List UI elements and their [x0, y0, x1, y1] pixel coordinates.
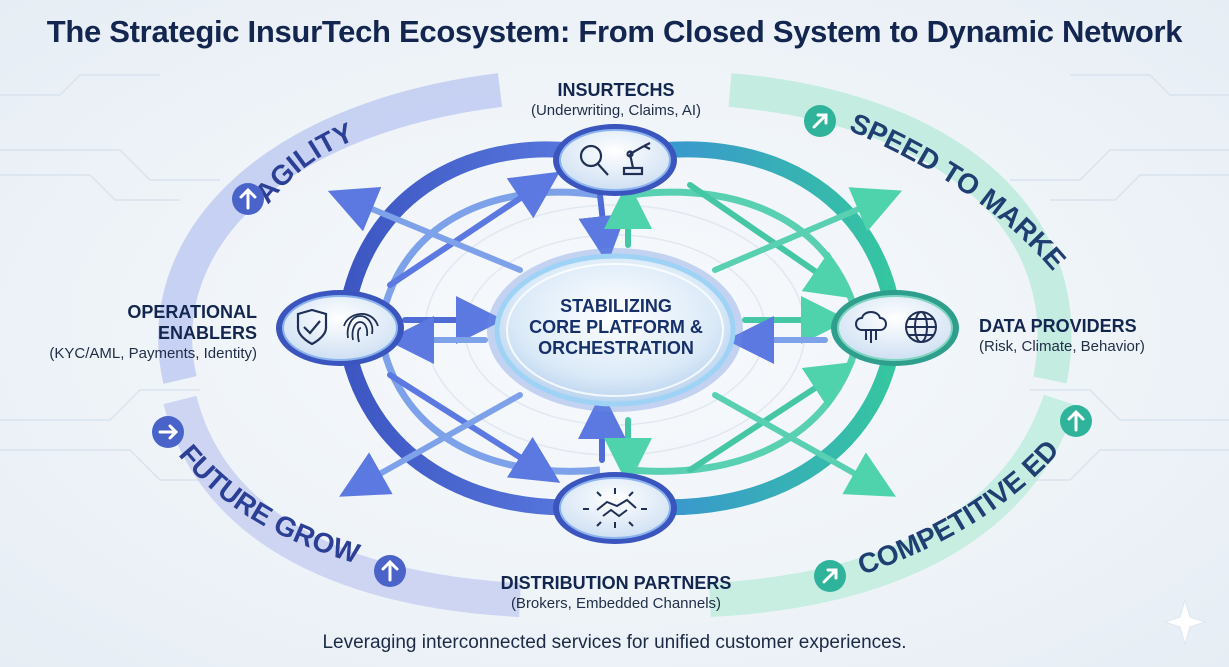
distribution-partners-node — [553, 472, 677, 544]
robot-arm-icon — [622, 142, 651, 176]
operational-detail: (KYC/AML, Payments, Identity) — [49, 345, 257, 362]
footer-caption: Leveraging interconnected services for u… — [322, 632, 907, 653]
core-line-3: ORCHESTRATION — [538, 338, 694, 358]
core-platform-label: STABILIZING CORE PLATFORM & ORCHESTRATIO… — [500, 296, 732, 359]
insurtechs-label: INSURTECHS (Underwriting, Claims, AI) — [500, 80, 732, 120]
connector-arrows — [327, 171, 903, 497]
fingerprint-icon — [343, 313, 379, 343]
page-title: The Strategic InsurTech Ecosystem: From … — [46, 14, 1183, 49]
operational-enablers-label: OPERATIONAL ENABLERS (KYC/AML, Payments,… — [20, 302, 257, 363]
core-line-2: CORE PLATFORM & — [529, 317, 703, 337]
data-providers-node — [831, 290, 959, 366]
benefit-speed-to-market: SPEED TO MARKET — [0, 0, 1072, 276]
distribution-partners-label: DISTRIBUTION PARTNERS (Brokers, Embedded… — [470, 573, 762, 613]
core-platform-node — [487, 248, 743, 412]
operational-title-2: ENABLERS — [157, 323, 257, 343]
circuit-background — [0, 74, 1229, 481]
magnifier-icon — [579, 144, 609, 176]
operational-title-1: OPERATIONAL — [127, 302, 257, 322]
distribution-title: DISTRIBUTION PARTNERS — [500, 573, 732, 593]
data-providers-detail: (Risk, Climate, Behavior) — [979, 338, 1145, 355]
insurtechs-title: INSURTECHS — [557, 80, 675, 100]
handshake-icon — [583, 488, 647, 528]
core-line-1: STABILIZING — [560, 296, 672, 316]
future-growth-arrow-icon-right — [374, 555, 406, 587]
future-growth-arrow-icon-left — [152, 416, 184, 448]
operational-enablers-node — [276, 290, 404, 366]
competitive-edge-arrow-icon-bottom — [814, 560, 846, 592]
sparkle-icon — [1163, 598, 1207, 646]
speed-arrow-icon — [804, 105, 836, 137]
insurtechs-detail: (Underwriting, Claims, AI) — [530, 102, 702, 119]
globe-icon — [905, 311, 937, 343]
agility-arrow-icon — [232, 183, 264, 215]
distribution-detail: (Brokers, Embedded Channels) — [510, 595, 722, 612]
data-providers-title: DATA PROVIDERS — [979, 316, 1137, 336]
competitive-edge-arrow-icon-top — [1060, 405, 1092, 437]
data-providers-label: DATA PROVIDERS (Risk, Climate, Behavior) — [979, 316, 1209, 356]
cloud-network-icon — [855, 311, 887, 343]
insurtechs-node — [553, 124, 677, 196]
shield-check-icon — [296, 308, 328, 346]
